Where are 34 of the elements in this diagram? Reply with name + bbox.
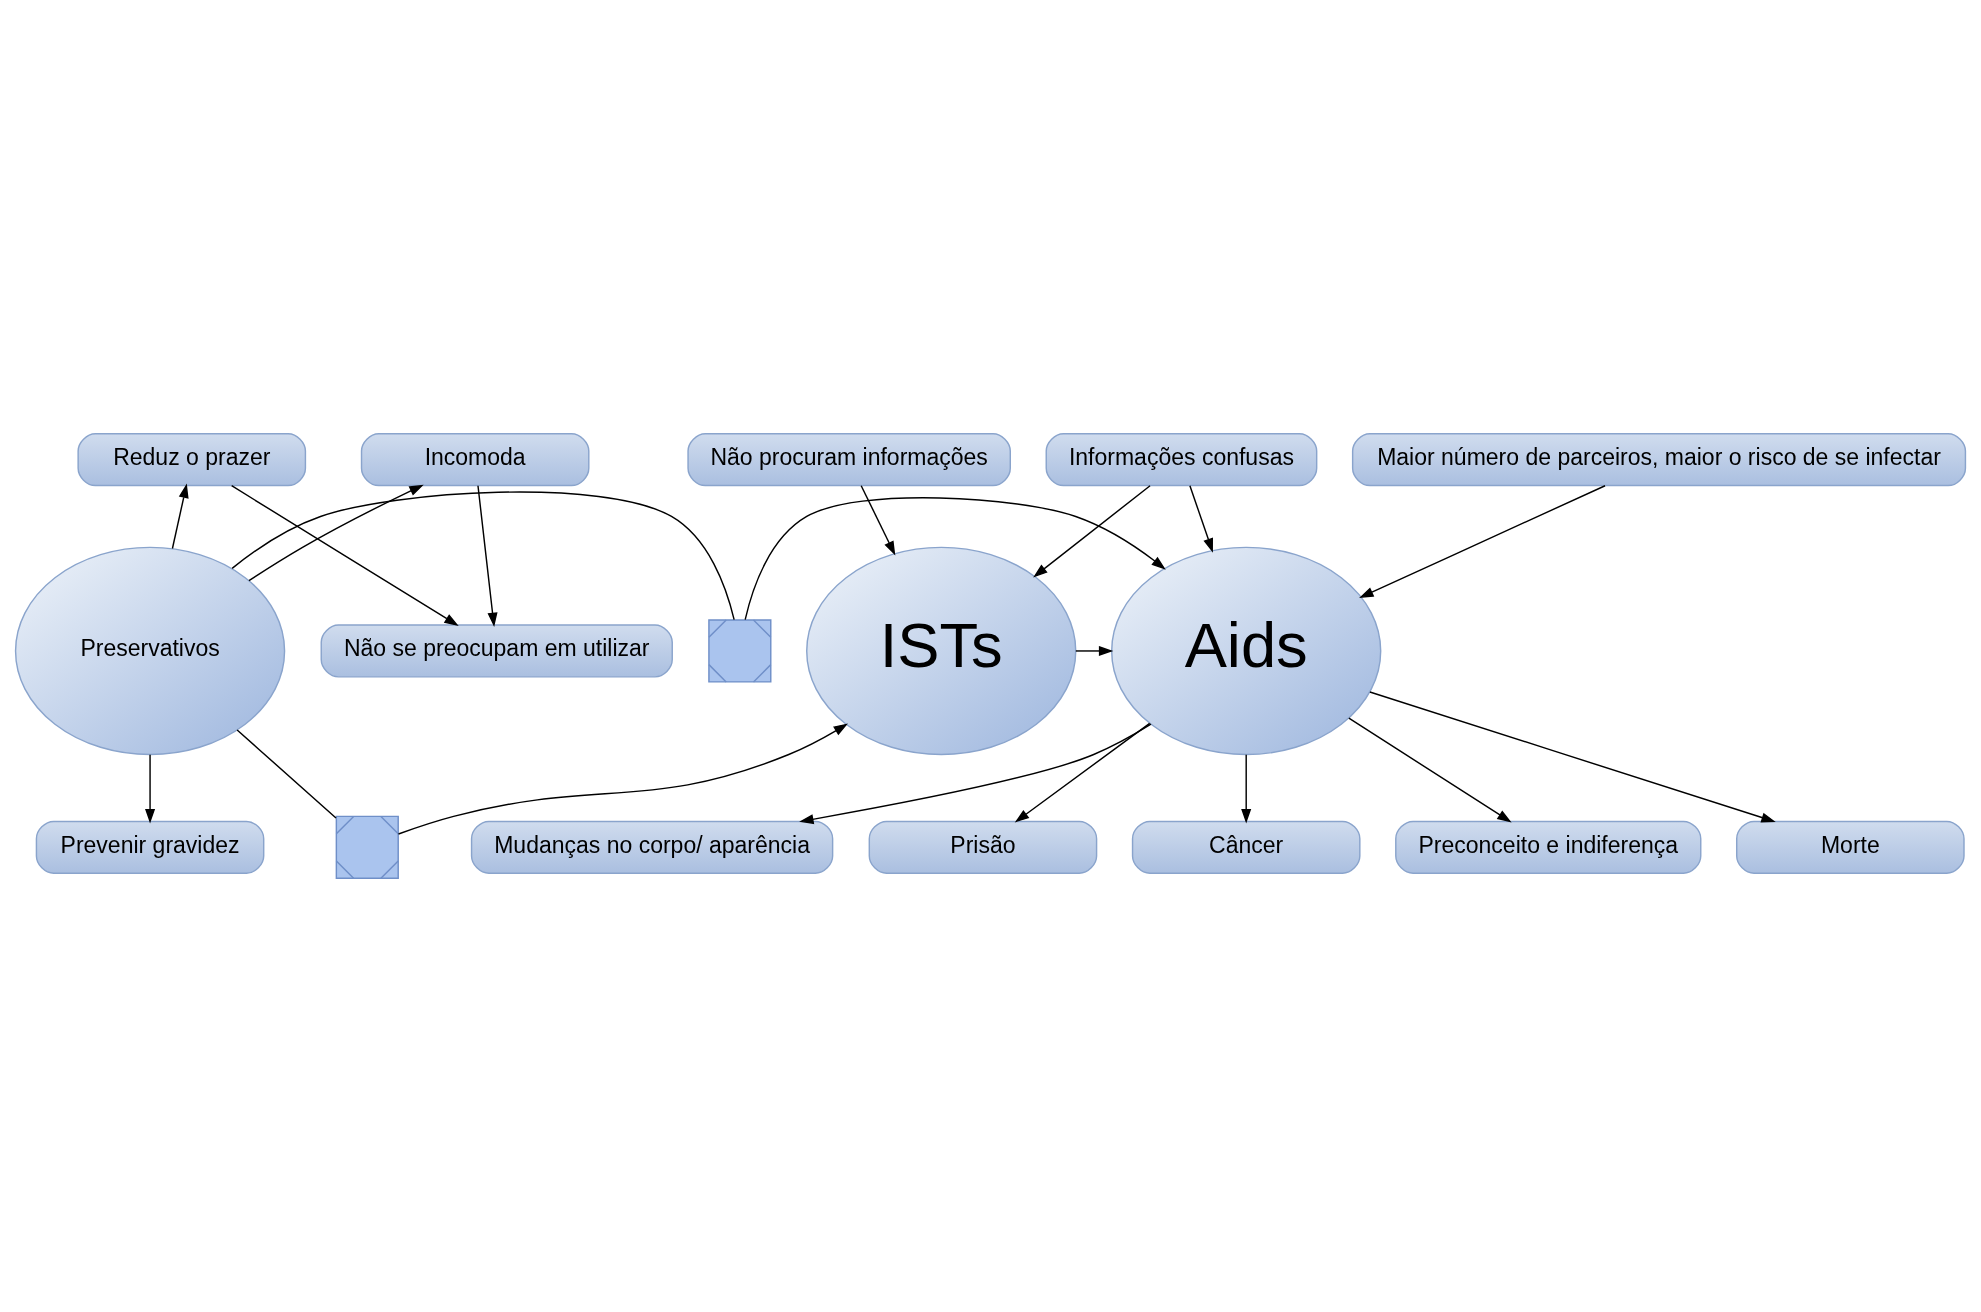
arrow <box>1348 717 1512 823</box>
node-box: Câncer <box>1131 820 1361 874</box>
arrow <box>1369 691 1776 823</box>
arrow <box>145 754 156 824</box>
node-box: Mudanças no corpo/ aparência <box>470 820 834 874</box>
arrow <box>1014 722 1151 823</box>
node-ellipse: Aids <box>1110 546 1382 756</box>
node-box: Maior número de parceiros, maior o risco de se infectar <box>1351 433 1967 487</box>
node-ellipse: ISTs <box>806 546 1077 756</box>
node-box: Informações confusas <box>1045 433 1318 487</box>
arrow <box>1033 485 1151 578</box>
node-box: Não procuram informações <box>687 433 1011 487</box>
node-box: Reduz o prazer <box>77 433 307 487</box>
arrow <box>1241 754 1252 824</box>
node-box: Morte <box>1736 820 1965 874</box>
node-box: Incomoda <box>360 433 590 487</box>
node-ellipse: Preservativos <box>14 546 286 756</box>
arrow <box>860 485 896 556</box>
arrow <box>1359 485 1606 598</box>
arrow <box>799 723 1152 825</box>
arrow <box>744 497 1166 621</box>
node-box: Preconceito e indiferença <box>1395 820 1702 874</box>
connector <box>231 491 735 621</box>
arrow <box>1075 645 1114 656</box>
node-box: Prisão <box>868 820 1098 874</box>
arrow <box>230 485 459 627</box>
node-box: Prevenir gravidez <box>35 820 265 874</box>
arrow <box>477 485 498 628</box>
connector <box>236 729 337 819</box>
arrow <box>1189 485 1213 553</box>
node-box: Não se preocupam em utilizar <box>320 624 673 678</box>
arrow <box>171 483 189 550</box>
arrow <box>397 723 848 835</box>
arrow <box>248 484 424 582</box>
